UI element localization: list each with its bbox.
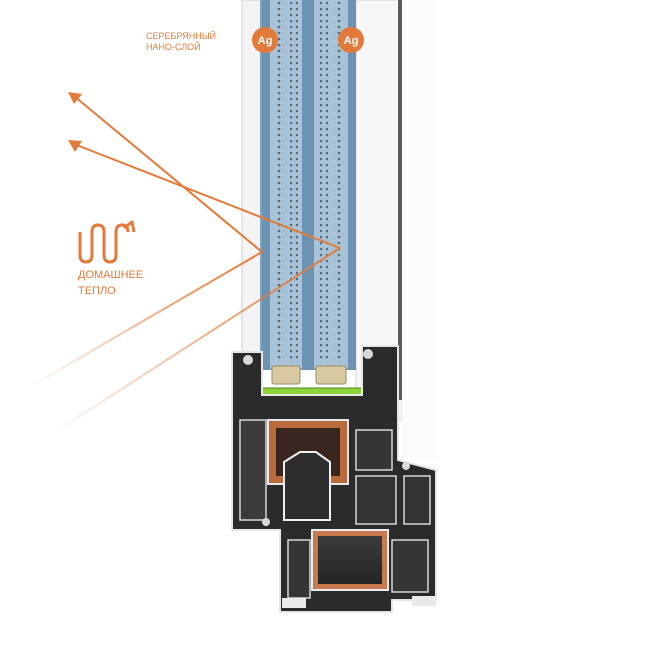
heat-reflection-arrow [73, 95, 341, 253]
label-line: ТЕПЛО [78, 284, 116, 297]
home-heat-label: ДОМАШНЕЕ ТЕПЛО [78, 268, 188, 300]
ag-badge: Ag [252, 27, 278, 53]
label-line: ДОМАШНЕЕ [78, 269, 144, 281]
label-line: НАНО-СЛОЙ [146, 42, 201, 53]
ag-badge: Ag [338, 27, 364, 53]
label-line: СЕРЕБРЯННЫЙ [146, 31, 217, 41]
badge-label: Ag [344, 35, 359, 47]
heat-rays [27, 247, 341, 435]
radiator-wave-icon [78, 220, 136, 264]
badge-label: Ag [258, 35, 273, 47]
arrow-head-icon [68, 92, 82, 104]
silver-nano-layer-label: СЕРЕБРЯННЫЙ НАНО-СЛОЙ [146, 31, 266, 54]
arrow-head-icon [68, 140, 82, 152]
glass-unit [260, 0, 356, 385]
pvc-profile [231, 345, 437, 613]
